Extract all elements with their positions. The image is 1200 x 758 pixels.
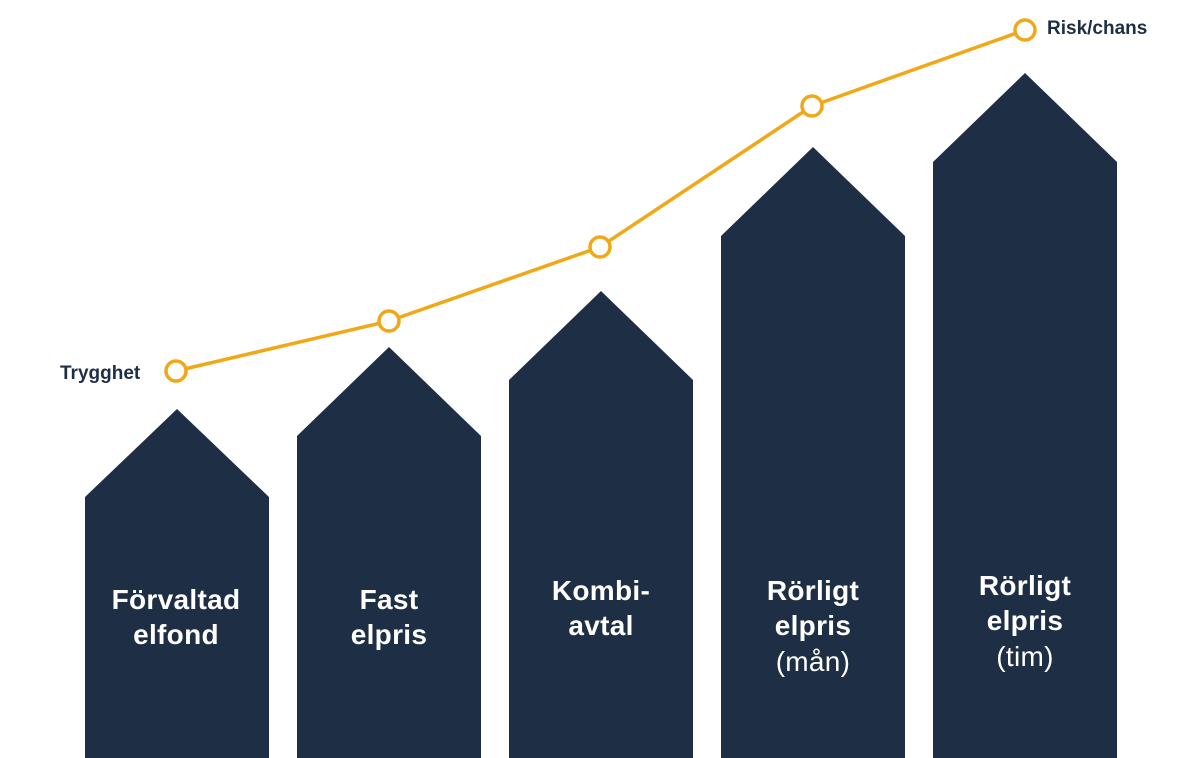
- arrow-label-line1: Fast: [359, 584, 419, 615]
- option-arrow-1: [85, 409, 269, 758]
- risk-marker-3: [588, 235, 612, 259]
- option-arrow-3: [509, 291, 693, 758]
- arrow-label-line2: elpris: [774, 610, 852, 641]
- option-arrow-4: [721, 147, 905, 758]
- arrow-label-rorligt-elpris-man: Rörligt elpris (mån): [721, 573, 905, 679]
- arrow-label-rorligt-elpris-tim: Rörligt elpris (tim): [933, 568, 1117, 674]
- arrow-label-fast-elpris: Fast elpris: [297, 582, 481, 652]
- arrow-label-line1: Rörligt: [978, 570, 1072, 601]
- option-arrow-5: [933, 73, 1117, 758]
- scale-end-label: Risk/chans: [1047, 18, 1148, 39]
- scale-start-label: Trygghet: [60, 363, 141, 384]
- arrow-label-line2: elpris: [986, 605, 1064, 636]
- risk-marker-5: [1013, 18, 1037, 42]
- arrow-label-line1: Kombi-: [551, 575, 651, 606]
- arrow-label-kombiavtal: Kombi- avtal: [509, 573, 693, 643]
- option-arrow-2: [297, 347, 481, 758]
- risk-marker-1: [164, 359, 188, 383]
- arrow-label-line2: elfond: [133, 619, 219, 650]
- arrow-label-sub: (mån): [775, 646, 851, 677]
- risk-marker-4: [800, 94, 824, 118]
- arrow-label-line2: elpris: [350, 619, 428, 650]
- arrow-label-line1: Förvaltad: [111, 584, 241, 615]
- risk-marker-2: [377, 309, 401, 333]
- arrow-label-line2: avtal: [568, 610, 634, 641]
- arrow-label-line1: Rörligt: [766, 575, 860, 606]
- arrow-label-sub: (tim): [996, 641, 1054, 672]
- arrow-label-forvaltad-elfond: Förvaltad elfond: [84, 582, 268, 652]
